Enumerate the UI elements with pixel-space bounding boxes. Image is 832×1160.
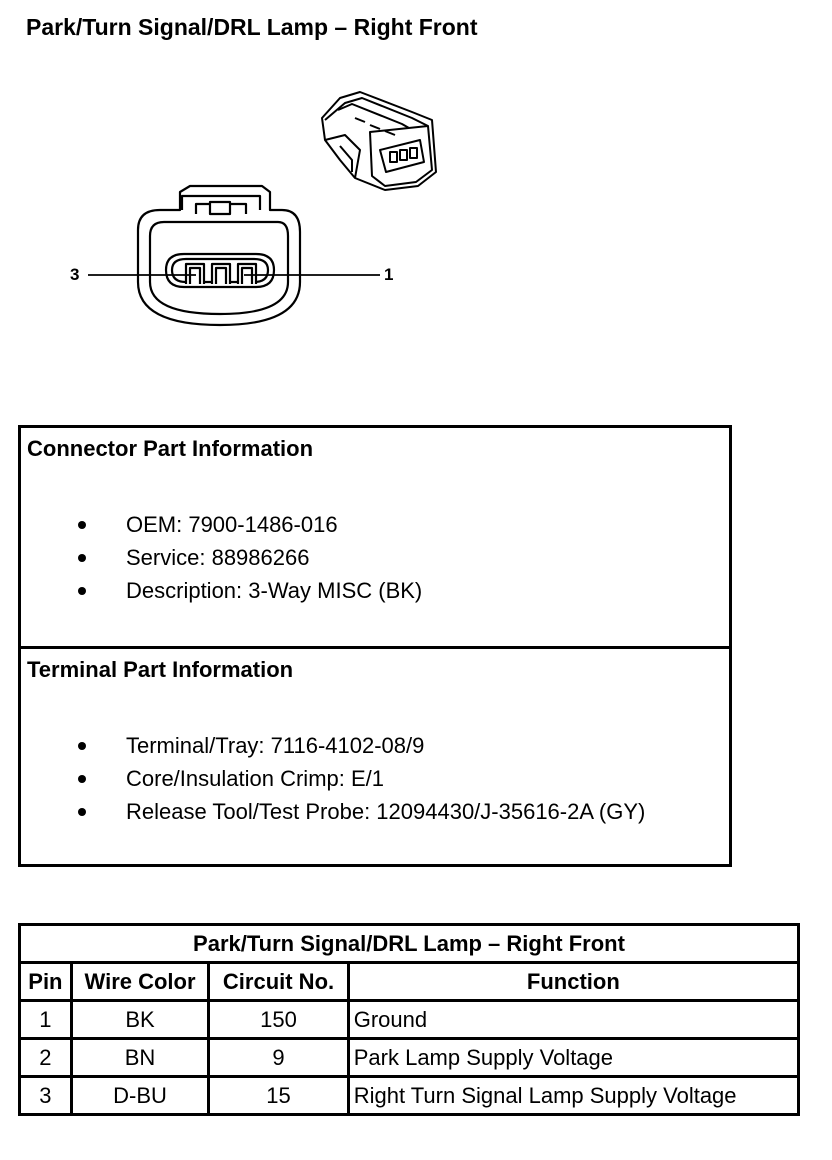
list-item-text: Release Tool/Test Probe: 12094430/J-3561…	[126, 799, 646, 824]
list-item-text: OEM: 7900-1486-016	[126, 512, 338, 537]
bullet-icon	[78, 742, 86, 750]
function-cell: Right Turn Signal Lamp Supply Voltage	[346, 1075, 801, 1116]
pin-cell: 3	[18, 1075, 73, 1116]
pin-1-label: 1	[384, 265, 394, 284]
circuit-no-cell: 15	[207, 1075, 350, 1116]
column-header-function: Function	[346, 961, 801, 1002]
table-title-row: Park/Turn Signal/DRL Lamp – Right Front	[18, 923, 800, 964]
connector-diagram	[88, 91, 437, 327]
connector-3d-view	[321, 91, 437, 191]
part-information-box: Connector Part Information OEM: 7900-148…	[18, 425, 732, 867]
terminal-part-info: Terminal Part Information Terminal/Tray:…	[21, 649, 729, 864]
table-header-row: Pin Wire Color Circuit No. Function	[18, 961, 801, 1002]
list-item-text: Description: 3-Way MISC (BK)	[126, 578, 423, 603]
pin-table: Park/Turn Signal/DRL Lamp – Right Front …	[18, 923, 801, 1116]
function-cell: Park Lamp Supply Voltage	[346, 1037, 801, 1078]
bullet-icon	[78, 587, 86, 595]
bullet-icon	[78, 808, 86, 816]
column-header-circuit-no: Circuit No.	[207, 961, 350, 1002]
bullet-icon	[78, 521, 86, 529]
bullet-icon	[78, 554, 86, 562]
circuit-no-cell: 150	[207, 999, 350, 1040]
pin-3-label: 3	[70, 265, 80, 284]
list-item-text: Service: 88986266	[126, 545, 310, 570]
column-header-pin: Pin	[18, 961, 73, 1002]
connector-front-view	[136, 184, 302, 327]
circuit-no-cell: 9	[207, 1037, 350, 1078]
wire-color-cell: BN	[69, 1037, 211, 1078]
bullet-icon	[78, 775, 86, 783]
pin-table-title: Park/Turn Signal/DRL Lamp – Right Front	[18, 923, 800, 964]
table-row: 3 D-BU 15 Right Turn Signal Lamp Supply …	[18, 1075, 801, 1116]
table-row: 1 BK 150 Ground	[18, 999, 801, 1040]
terminal-part-info-title: Terminal Part Information	[27, 657, 294, 682]
page-title: Park/Turn Signal/DRL Lamp – Right Front	[26, 14, 478, 40]
wire-color-cell: D-BU	[69, 1075, 211, 1116]
wire-color-cell: BK	[69, 999, 211, 1040]
list-item-text: Core/Insulation Crimp: E/1	[126, 766, 384, 791]
pin-cell: 1	[18, 999, 73, 1040]
list-item-text: Terminal/Tray: 7116-4102-08/9	[126, 733, 425, 758]
connector-part-info-title: Connector Part Information	[27, 436, 314, 461]
table-row: 2 BN 9 Park Lamp Supply Voltage	[18, 1037, 801, 1078]
function-cell: Ground	[346, 999, 801, 1040]
column-header-wire-color: Wire Color	[69, 961, 211, 1002]
connector-part-info: Connector Part Information OEM: 7900-148…	[21, 428, 729, 649]
pin-cell: 2	[18, 1037, 73, 1078]
